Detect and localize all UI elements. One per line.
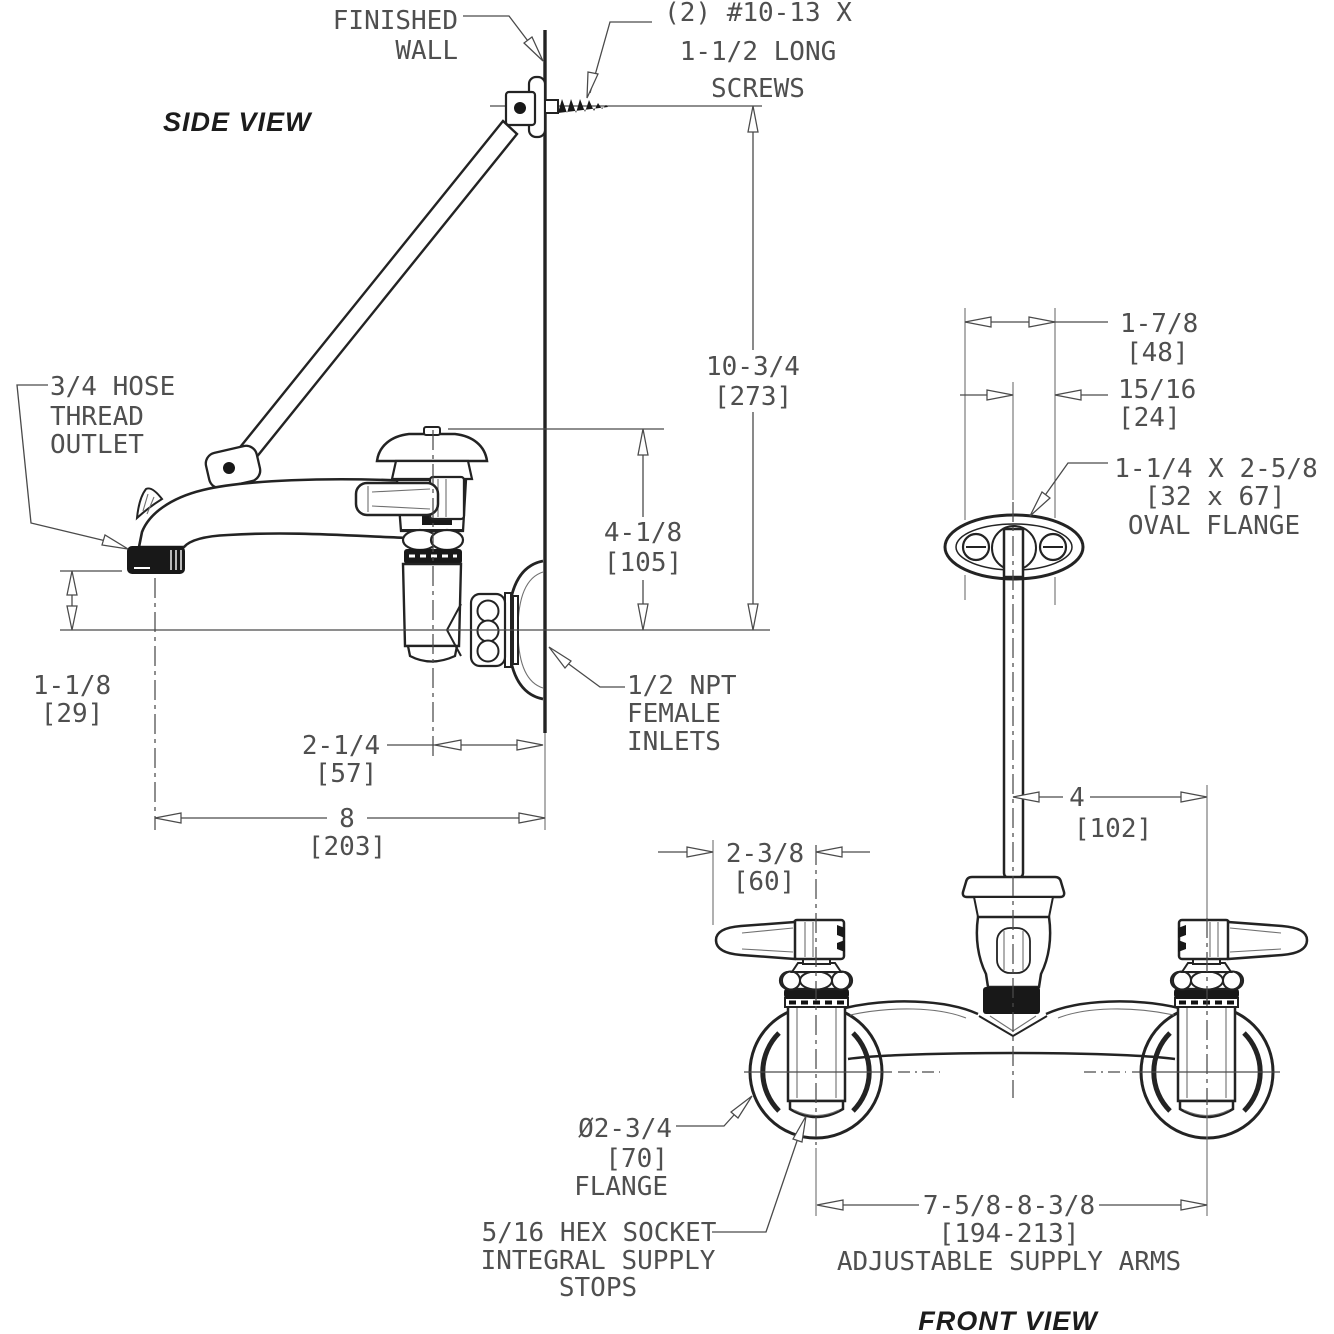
dim-body-to-wall-mm: [57] <box>315 759 378 789</box>
valve-assembly-right <box>1141 920 1307 1138</box>
mounting-screw <box>544 99 559 114</box>
npt-inlets-label-2: FEMALE <box>627 699 721 729</box>
dim-spout-reach-mm: [203] <box>308 832 386 862</box>
supply-stop-body <box>401 562 463 648</box>
handle-lever <box>714 920 797 961</box>
dim-bracket-offset: 15/16 <box>1118 375 1196 405</box>
supply-arms-dim: 7-5/8-8-3/8 <box>923 1191 1095 1221</box>
side-view-drawing <box>60 30 770 830</box>
oval-flange-label: 1-1/4 X 2-5/8 <box>1114 454 1318 484</box>
front-view-text: 1-7/8 [48] 15/16 [24] 1-1/4 X 2-5/8 [32 … <box>481 309 1318 1334</box>
dim-overall-height-mm: [273] <box>714 382 792 412</box>
flange-dia-label-3: FLANGE <box>574 1172 668 1202</box>
body-bottom <box>847 1051 1176 1061</box>
dim-bracket-width-mm: [48] <box>1126 338 1189 368</box>
valve-cap <box>375 432 489 463</box>
dim-body-to-wall: 2-1/4 <box>302 731 380 761</box>
screws-label-3: SCREWS <box>711 74 805 104</box>
front-view-drawing <box>714 502 1307 1145</box>
hose-outlet-label-2: THREAD <box>50 402 144 432</box>
supply-arms-label: ADJUSTABLE SUPPLY ARMS <box>837 1247 1181 1277</box>
dim-handle-extent: 2-3/8 <box>726 839 804 869</box>
supply-arms-dim-mm: [194-213] <box>939 1219 1080 1249</box>
supply-stops-label-3: STOPS <box>559 1273 637 1303</box>
dim-handle-extent-mm: [60] <box>733 867 796 897</box>
spout-outlet-front <box>983 987 1040 1014</box>
dim-bracket-offset-mm: [24] <box>1118 403 1181 433</box>
front-view-dimensions <box>658 308 1208 1233</box>
flange-dia-label: Ø2-3/4 <box>578 1114 672 1144</box>
dim-rod-to-handle: 4 <box>1069 783 1085 813</box>
side-view-title: SIDE VIEW <box>163 107 313 137</box>
oval-flange-label-3: OVAL FLANGE <box>1128 511 1300 541</box>
front-view-title: FRONT VIEW <box>918 1306 1099 1334</box>
dim-bracket-width: 1-7/8 <box>1120 309 1198 339</box>
body-arm-right <box>1045 1000 1180 1016</box>
side-view-dimensions <box>16 15 759 824</box>
handle-hub <box>792 918 846 961</box>
supply-stops-label-2: INTEGRAL SUPPLY <box>481 1246 716 1276</box>
dim-outlet-drop-mm: [29] <box>41 699 104 729</box>
dim-outlet-drop: 1-1/8 <box>33 671 111 701</box>
handle-side <box>354 481 440 517</box>
screws-label: (2) #10-13 X <box>664 0 852 28</box>
flange-dia-label-2: [70] <box>605 1144 668 1174</box>
npt-inlets-label: 1/2 NPT <box>627 671 737 701</box>
hose-outlet-label-3: OUTLET <box>50 430 144 460</box>
support-rod <box>235 119 519 466</box>
supply-stops-label: 5/16 HEX SOCKET <box>482 1218 717 1248</box>
npt-inlets-label-3: INLETS <box>627 727 721 757</box>
finished-wall-label: FINISHED <box>333 6 458 36</box>
body-arm-left <box>844 1000 979 1016</box>
dim-body-height: 4-1/8 <box>604 518 682 548</box>
spout <box>137 477 412 549</box>
finished-wall-label-2: WALL <box>395 36 458 66</box>
dim-spout-reach: 8 <box>339 804 355 834</box>
screws-label-2: 1-1/2 LONG <box>680 37 837 67</box>
side-view-text: FINISHED WALL (2) #10-13 X 1-1/2 LONG SC… <box>33 0 852 862</box>
dim-overall-height: 10-3/4 <box>706 352 800 382</box>
dim-body-height-mm: [105] <box>604 548 682 578</box>
hose-outlet-label: 3/4 HOSE <box>50 372 175 402</box>
oval-flange-label-2: [32 x 67] <box>1145 482 1286 512</box>
dim-rod-to-handle-mm: [102] <box>1074 814 1152 844</box>
